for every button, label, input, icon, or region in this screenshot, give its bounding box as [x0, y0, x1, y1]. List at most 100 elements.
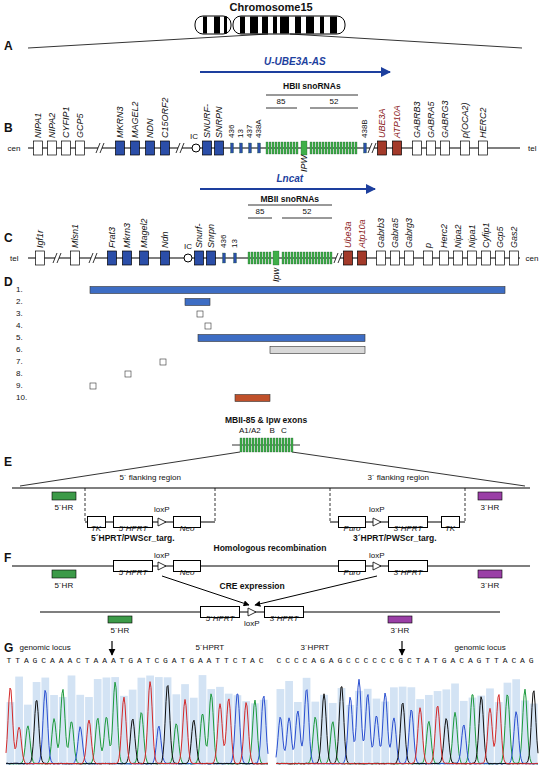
- junction-arrow: [401, 641, 402, 655]
- small-label: cen: [8, 145, 21, 153]
- snorna-bar: [313, 142, 315, 154]
- snorna-bar: [246, 438, 248, 452]
- snorna-bar: [231, 143, 234, 153]
- gene-label: Igf1r: [36, 230, 45, 248]
- cassette-label: Neo: [180, 524, 195, 533]
- snorna-bar: [266, 142, 268, 154]
- snorna-bar: [319, 142, 321, 154]
- cluster-bracket: [266, 108, 297, 109]
- gene-box: [391, 251, 400, 265]
- gene-box: [482, 251, 491, 265]
- gene-box: [344, 251, 353, 265]
- small-label: 3´HPRT: [301, 644, 330, 652]
- snorna-bar: [346, 142, 348, 154]
- quality-bar: [434, 691, 442, 765]
- gene-box: [203, 141, 212, 155]
- small-label: A1/A2: [239, 427, 261, 435]
- gene-label: Magel2: [140, 218, 149, 248]
- gene-box: [36, 251, 45, 265]
- panel-letter: G: [4, 642, 13, 655]
- small-label: cen: [526, 255, 539, 263]
- quality-bar: [24, 705, 32, 765]
- line-break: [57, 253, 61, 263]
- cassette-box: 5´HPRT: [113, 516, 153, 528]
- small-label: 5´HPRT: [196, 644, 225, 652]
- snorna-bar: [288, 252, 290, 264]
- snorna-bar: [355, 142, 357, 154]
- line-break: [372, 143, 376, 153]
- snorna-bar: [316, 142, 318, 154]
- quality-bar: [512, 679, 520, 765]
- snorna-bar: [282, 438, 284, 452]
- snorna-bar: [321, 252, 323, 264]
- flanking-dash: [330, 488, 331, 522]
- cassette-label: Puro: [344, 524, 361, 533]
- quality-bar: [50, 695, 58, 765]
- gene-box: [62, 141, 71, 155]
- cassette-box: Neo: [173, 516, 201, 528]
- snorna-bar: [267, 438, 269, 452]
- gene-box: [468, 251, 477, 265]
- quality-bar: [172, 694, 180, 765]
- quality-bar: [155, 677, 163, 765]
- quality-bar: [311, 702, 319, 765]
- snorna-label: 436: [228, 125, 236, 138]
- cassette-box: TK: [87, 516, 106, 528]
- homology-arm: [388, 616, 412, 623]
- small-label: 2.: [16, 298, 23, 306]
- gene-label: NDN: [146, 119, 155, 139]
- quality-bar: [329, 703, 337, 765]
- recombination-arrow: [255, 576, 377, 605]
- gene-label: GABRG3: [441, 100, 450, 138]
- gene-label: Atp10a: [358, 219, 367, 248]
- gene-label: Gabrg3: [405, 218, 414, 248]
- imprinting-center: [192, 144, 200, 152]
- cluster-label: 85: [277, 98, 286, 106]
- gene-box: [161, 251, 170, 265]
- small-label: IC: [184, 243, 192, 251]
- transcript-arrow: [200, 72, 390, 189]
- homology-arm: [108, 616, 132, 623]
- sequence-text: TTAGCAAACTAAATGATCGATGAATTCTAC: [7, 657, 268, 665]
- small-label: 3´HR: [481, 504, 500, 512]
- small-label: 3´HR: [481, 582, 500, 590]
- gene-label: GCP5: [76, 113, 85, 138]
- gene-box: [510, 251, 519, 265]
- quality-bar: [85, 697, 93, 765]
- chromosome-ideogram: [273, 17, 277, 34]
- snorna-bar: [287, 142, 289, 154]
- snorna-bar: [288, 438, 290, 452]
- cassette-label: TK: [445, 524, 455, 533]
- heading-label: HBII snoRNAs: [283, 82, 341, 91]
- quality-bar: [33, 682, 41, 765]
- panel-letter: C: [4, 232, 13, 245]
- quality-bar: [285, 681, 293, 765]
- gene-box: [441, 141, 450, 155]
- cassette-label: TK: [91, 524, 101, 533]
- snorna-bar: [240, 143, 243, 153]
- panel-letter: E: [4, 456, 12, 469]
- expansion-line: [20, 452, 240, 486]
- gene-box: [496, 251, 505, 265]
- snorna-bar: [273, 251, 279, 265]
- chromosome-ideogram: [240, 17, 245, 34]
- heading-label: MBII snoRNAs: [261, 195, 320, 204]
- cluster-bracket: [310, 108, 358, 109]
- flanking-dash: [465, 488, 466, 522]
- line-break: [338, 253, 342, 263]
- quality-bar: [408, 687, 416, 765]
- chromosome-ideogram: [262, 17, 268, 34]
- small-label: tel: [528, 145, 536, 153]
- figure-title: Chromosome15: [230, 2, 313, 14]
- gene-label: Mlsn1: [71, 224, 80, 248]
- chromosome-ideogram: [214, 17, 220, 34]
- small-label: 5.: [16, 334, 23, 342]
- cluster-label: 52: [330, 98, 339, 106]
- chromosome-ideogram: [306, 17, 314, 34]
- panel-letter: A: [4, 40, 13, 53]
- line-break: [334, 253, 338, 263]
- small-label: loxP: [244, 620, 260, 628]
- snorna-bar: [334, 142, 336, 154]
- gene-label: IPW: [300, 155, 309, 172]
